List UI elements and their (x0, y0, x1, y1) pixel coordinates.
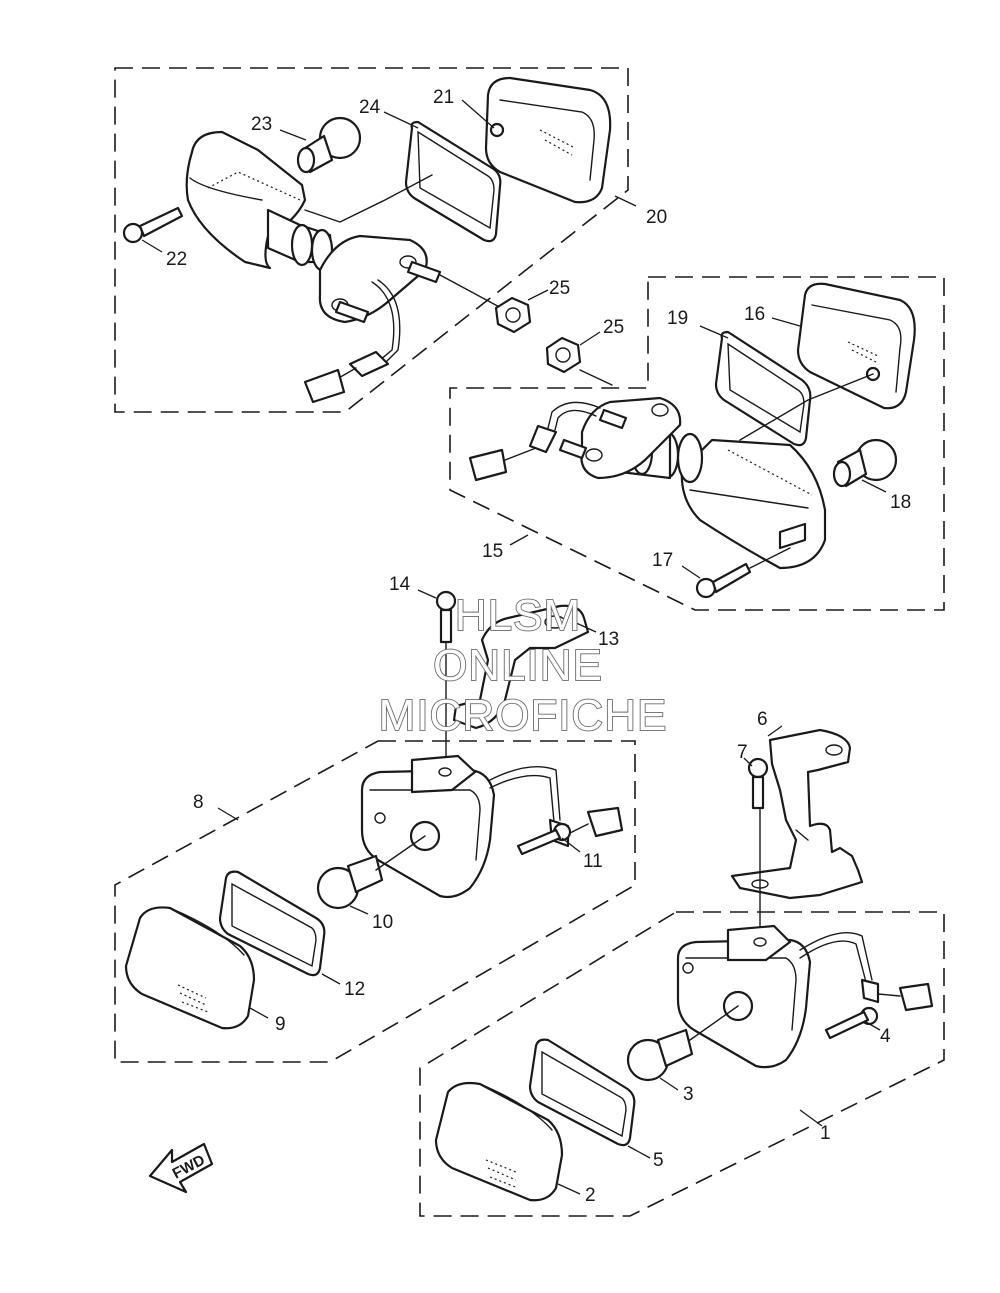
flange-nut-25a (494, 296, 532, 334)
flasher-assembly-1 (434, 924, 934, 1202)
callout-13: 13 (598, 629, 619, 650)
callout-7: 7 (737, 742, 748, 763)
group-outline-20 (114, 67, 629, 413)
callout-6: 6 (757, 709, 768, 730)
callout-17: 17 (652, 550, 673, 571)
callout-23: 23 (251, 114, 272, 135)
callout-8: 8 (193, 792, 204, 813)
callout-20: 20 (646, 207, 667, 228)
watermark: HLSM ONLINE MICROFICHE (378, 590, 668, 741)
callout-5: 5 (653, 1150, 664, 1171)
callout-1: 1 (820, 1123, 831, 1144)
callout-25a: 25 (549, 278, 570, 299)
group-outline-8 (114, 740, 636, 1063)
callout-10: 10 (372, 912, 393, 933)
callout-21: 21 (433, 87, 454, 108)
callout-24: 24 (359, 97, 381, 118)
watermark-line-2: ONLINE (433, 641, 603, 690)
callout-16: 16 (744, 304, 765, 325)
stay-6 (730, 728, 864, 900)
callout-12: 12 (344, 979, 365, 1000)
callout-11: 11 (583, 851, 603, 872)
forward-direction-arrow-icon: FWD (148, 1142, 214, 1194)
bracket-13 (452, 604, 590, 730)
callout-19: 19 (667, 308, 688, 329)
screw-7 (747, 757, 769, 947)
callout-22: 22 (166, 249, 187, 270)
flange-nut-25b (545, 336, 613, 386)
callout-9: 9 (275, 1014, 286, 1035)
callout-4: 4 (880, 1026, 891, 1047)
callout-25b: 25 (603, 317, 624, 338)
watermark-line-3: MICROFICHE (379, 691, 668, 740)
watermark-line-1: HLSM (455, 591, 581, 640)
group-outline-15 (449, 276, 945, 611)
callout-labels: 1 2 3 4 5 6 7 8 9 10 11 12 13 14 15 16 1… (166, 87, 911, 1206)
callout-15: 15 (482, 541, 503, 562)
callout-3: 3 (683, 1084, 694, 1105)
callout-18: 18 (890, 492, 911, 513)
group-outline-1 (419, 911, 945, 1217)
flasher-assembly-8 (124, 754, 624, 1030)
callout-14: 14 (389, 574, 411, 595)
leader-lines (141, 99, 887, 1195)
flasher-assembly-20 (122, 76, 612, 404)
flasher-assembly-15 (468, 282, 916, 599)
screw-14 (435, 590, 457, 773)
callout-2: 2 (585, 1185, 596, 1206)
